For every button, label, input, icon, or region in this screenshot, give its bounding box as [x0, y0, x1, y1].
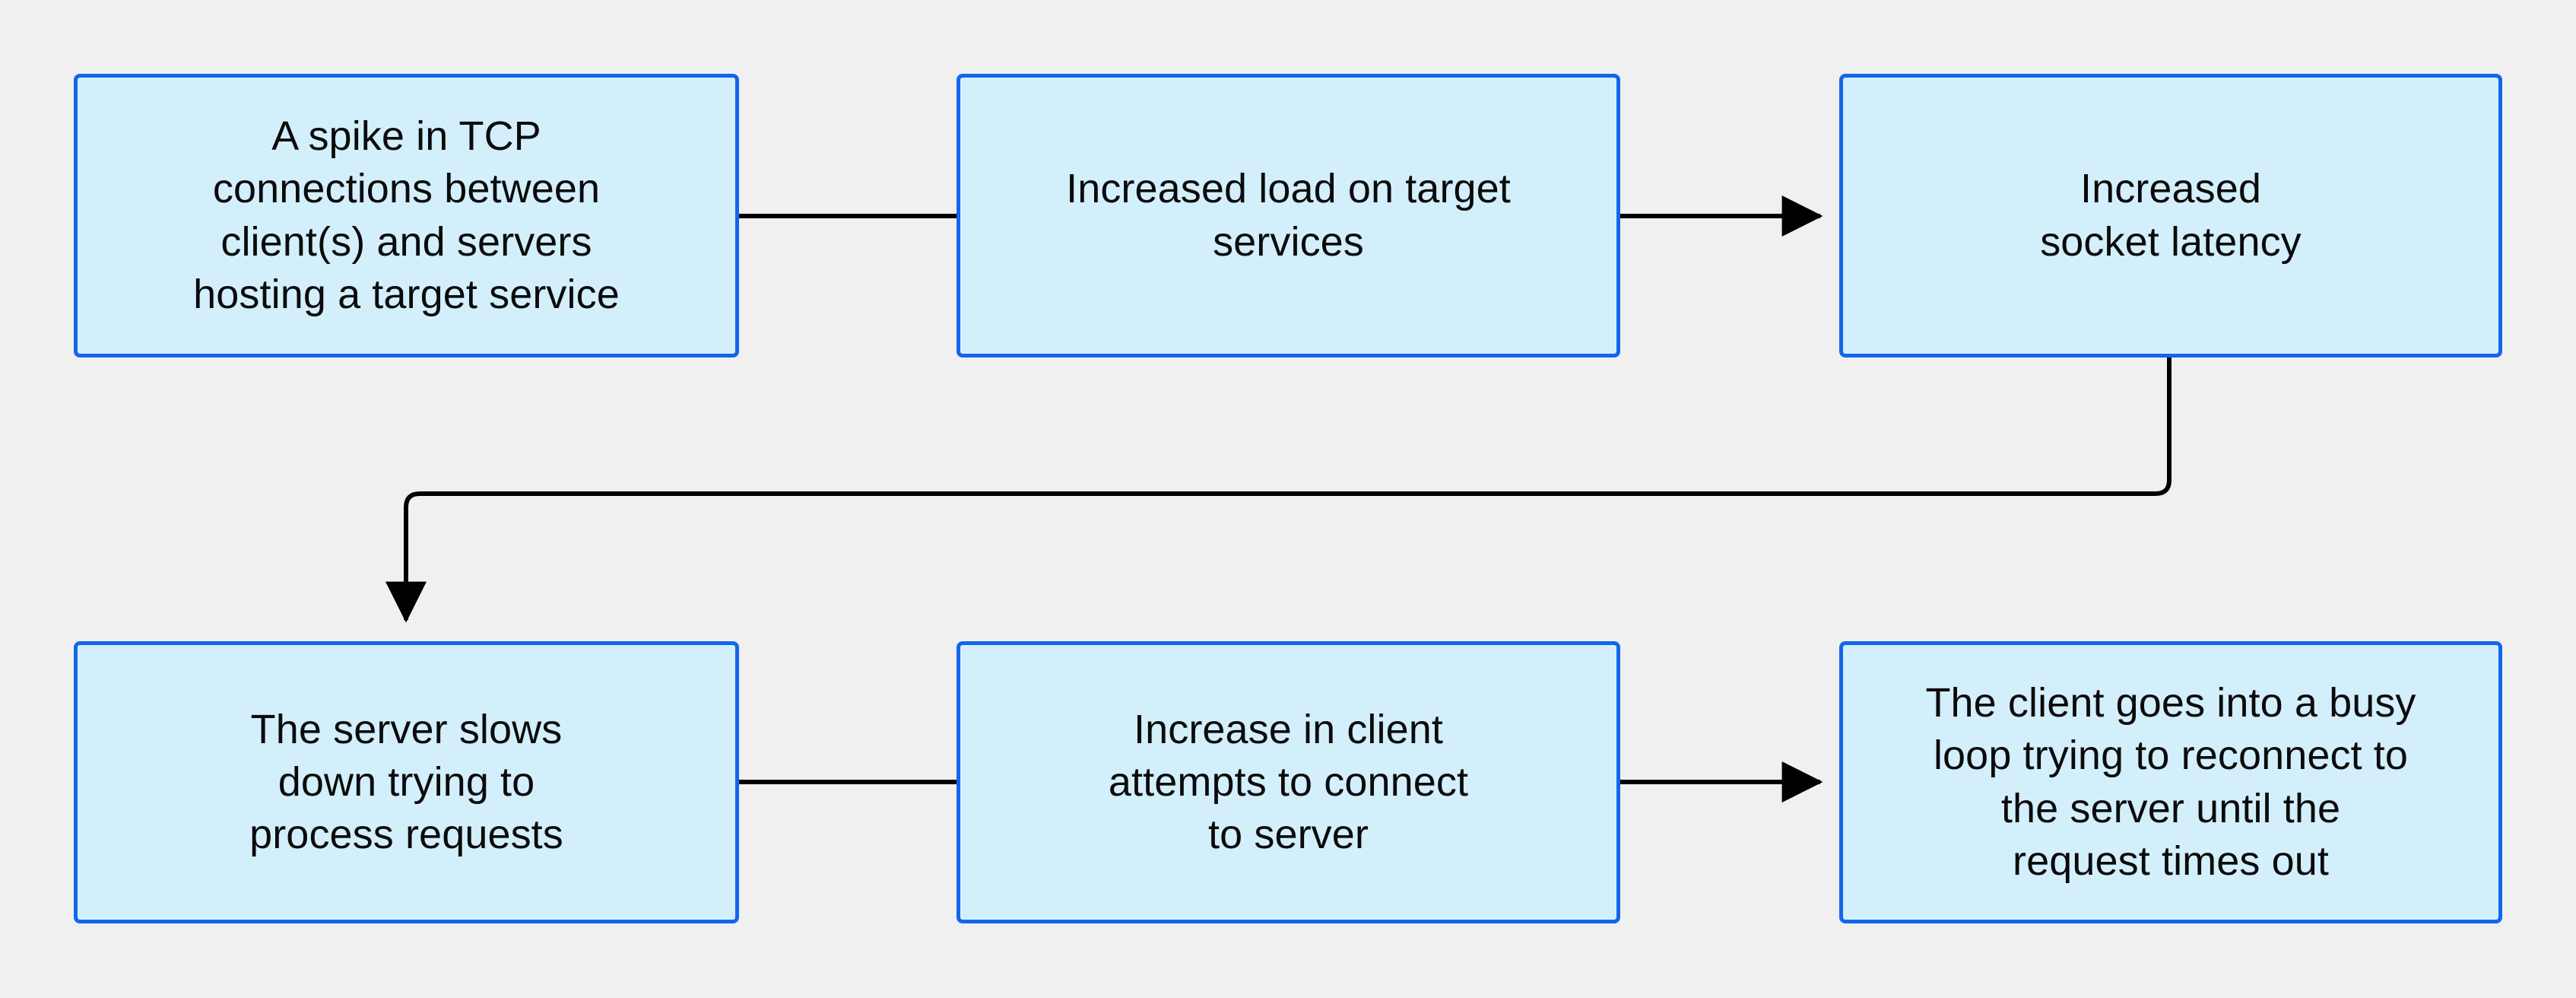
edge-n3-n4 — [385, 358, 2172, 623]
node-server-slows-down[interactable]: The server slows down trying to process … — [74, 641, 739, 923]
node-increase-client-attempts[interactable]: Increase in client attempts to connect t… — [956, 641, 1620, 923]
node-label: Increase in client attempts to connect t… — [1108, 706, 1469, 858]
node-label: The client goes into a busy loop trying … — [1925, 680, 2416, 884]
node-increased-socket-latency[interactable]: Increased socket latency — [1839, 74, 2502, 358]
node-label: Increased load on target services — [1066, 166, 1511, 265]
node-increased-load[interactable]: Increased load on target services — [956, 74, 1620, 358]
node-label: A spike in TCP connections between clien… — [193, 113, 620, 317]
node-label: Increased socket latency — [2040, 166, 2302, 265]
node-label: The server slows down trying to process … — [249, 706, 563, 858]
node-client-busy-loop[interactable]: The client goes into a busy loop trying … — [1839, 641, 2502, 923]
node-tcp-connection-spike[interactable]: A spike in TCP connections between clien… — [74, 74, 739, 358]
